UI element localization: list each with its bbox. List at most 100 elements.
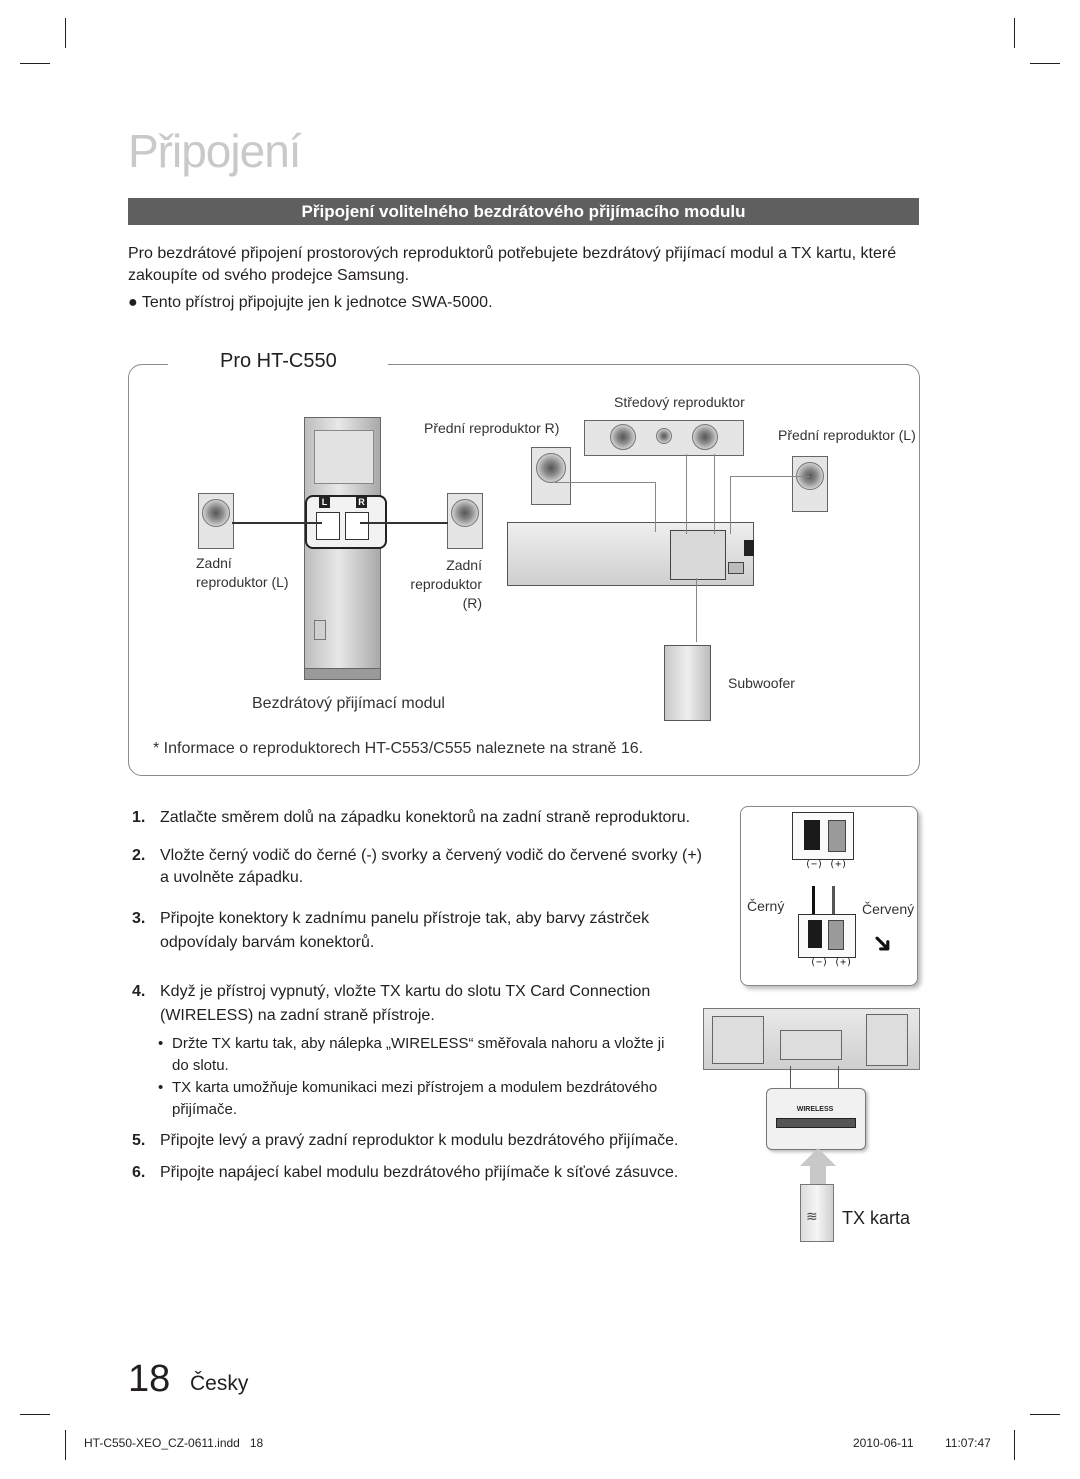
red-clip xyxy=(828,820,846,852)
label-line: Zadní xyxy=(446,557,482,573)
polarity-label: (−) (+) xyxy=(810,957,853,968)
crop-mark xyxy=(65,1430,66,1460)
cable xyxy=(686,454,687,534)
cable xyxy=(696,578,697,642)
step-text: Připojte napájecí kabel modulu bezdrátov… xyxy=(160,1164,679,1181)
crop-mark xyxy=(1030,1414,1060,1415)
crop-mark xyxy=(20,63,50,64)
crop-mark xyxy=(65,18,66,48)
step-text: a uvolněte západku. xyxy=(160,869,304,886)
label-line: Zadní xyxy=(196,555,232,571)
intro-line: Pro bezdrátové připojení prostorových re… xyxy=(128,245,897,262)
up-arrow-icon xyxy=(800,1148,836,1166)
subwoofer xyxy=(664,645,711,721)
step-number: 6. xyxy=(132,1164,146,1181)
step-text: Zatlačte směrem dolů na západku konektor… xyxy=(160,809,691,826)
cable xyxy=(360,522,448,524)
rear-panel-section xyxy=(712,1016,764,1064)
speaker-cone xyxy=(536,453,566,483)
language-label: Česky xyxy=(190,1372,249,1395)
up-arrow-icon xyxy=(810,1166,826,1184)
step-text: Připojte konektory k zadnímu panelu přís… xyxy=(160,910,650,927)
crop-mark xyxy=(1030,63,1060,64)
terminal-left xyxy=(316,512,340,540)
red-wire-label: Červený xyxy=(862,901,915,917)
tx-card xyxy=(800,1184,834,1242)
step-text: Když je přístroj vypnutý, vložte TX kart… xyxy=(160,983,651,1000)
unit-rear-port xyxy=(728,562,744,574)
cable xyxy=(730,476,810,477)
module-base xyxy=(304,668,381,680)
center-speaker-label: Středový reproduktor xyxy=(614,394,745,410)
subwoofer-label: Subwoofer xyxy=(728,675,795,691)
step-text: Připojte levý a pravý zadní reproduktor … xyxy=(160,1132,679,1149)
module-label: Bezdrátový přijímací modul xyxy=(252,695,445,712)
speaker-cone xyxy=(202,499,230,527)
step-number: 3. xyxy=(132,910,146,927)
model-label: Pro HT-C550 xyxy=(216,350,341,373)
label-line: reproduktor xyxy=(410,576,482,592)
speaker-cone xyxy=(656,428,672,444)
front-left-label: Přední reproduktor (L) xyxy=(778,427,916,443)
crop-mark xyxy=(1014,1430,1015,1460)
bullet-text: TX karta umožňuje komunikaci mezi přístr… xyxy=(172,1079,658,1096)
print-time: 11:07:47 xyxy=(945,1436,991,1450)
print-date: 2010-06-11 xyxy=(853,1436,914,1450)
red-wire xyxy=(832,886,835,920)
crop-mark xyxy=(1014,18,1015,48)
speaker-cone xyxy=(451,499,479,527)
bullet-item: TX karta umožňuje komunikaci mezi přístr… xyxy=(158,1077,658,1121)
intro-paragraph: Pro bezdrátové připojení prostorových re… xyxy=(128,243,928,287)
terminal-right xyxy=(345,512,369,540)
red-clip xyxy=(828,920,844,950)
tx-card-label: TX karta xyxy=(842,1208,911,1228)
bullet-text: přijímače. xyxy=(172,1101,238,1118)
intro-bullet: ● Tento přístroj připojujte jen k jednot… xyxy=(128,294,493,311)
callout-line xyxy=(838,1066,839,1088)
page-title: Připojení xyxy=(128,125,302,177)
step-text: odpovídaly barvám konektorů. xyxy=(160,934,375,951)
label-line: (R) xyxy=(462,595,482,611)
speaker-cone xyxy=(692,424,718,450)
black-wire xyxy=(812,886,815,920)
rear-panel-section xyxy=(780,1030,842,1060)
cable xyxy=(730,476,731,534)
step-number: 2. xyxy=(132,847,146,864)
step-number: 5. xyxy=(132,1132,146,1149)
page-number: 18 xyxy=(128,1358,171,1400)
cable xyxy=(714,454,715,534)
wireless-slot-label: WIRELESS xyxy=(796,1106,834,1113)
crop-mark xyxy=(20,1414,50,1415)
unit-edge xyxy=(744,540,754,556)
callout-line xyxy=(790,1066,791,1088)
section-heading: Připojení volitelného bezdrátového přijí… xyxy=(128,198,919,225)
frame-gap xyxy=(340,356,388,370)
step-number: 4. xyxy=(132,983,146,1000)
cable xyxy=(555,482,655,483)
front-right-label: Přední reproduktor R) xyxy=(424,420,560,436)
module-socket xyxy=(314,620,326,640)
speaker-cone xyxy=(610,424,636,450)
bullet-text: Držte TX kartu tak, aby nálepka „WIRELES… xyxy=(172,1035,665,1052)
black-clip xyxy=(804,820,820,850)
step-text: Vložte černý vodič do černé (-) svorky a… xyxy=(160,847,702,864)
bullet-text: do slotu. xyxy=(172,1057,229,1074)
bullet-item: Držte TX kartu tak, aby nálepka „WIRELES… xyxy=(158,1033,665,1077)
speaker-out-panel xyxy=(670,530,726,580)
diagram-footnote: * Informace o reproduktorech HT-C553/C55… xyxy=(153,740,644,757)
black-wire-label: Černý xyxy=(747,898,785,914)
cable xyxy=(655,482,656,532)
black-clip xyxy=(808,920,822,948)
port-label-l: L xyxy=(319,497,330,508)
rear-left-label: Zadní reproduktor (L) xyxy=(196,554,289,592)
rear-panel-section xyxy=(866,1014,908,1066)
step-number: 1. xyxy=(132,809,146,826)
label-line: reproduktor (L) xyxy=(196,574,289,590)
terminal-bottom xyxy=(798,914,856,958)
file-info: HT-C550-XEO_CZ-0611.indd 18 xyxy=(84,1436,264,1450)
polarity-label: (−) (+) xyxy=(805,859,848,870)
wireless-icon: ≋ xyxy=(806,1208,818,1224)
intro-line: zakoupíte od svého prodejce Samsung. xyxy=(128,267,410,284)
step-text: (WIRELESS) na zadní straně přístroje. xyxy=(160,1007,435,1024)
frame-top-line xyxy=(388,364,908,365)
